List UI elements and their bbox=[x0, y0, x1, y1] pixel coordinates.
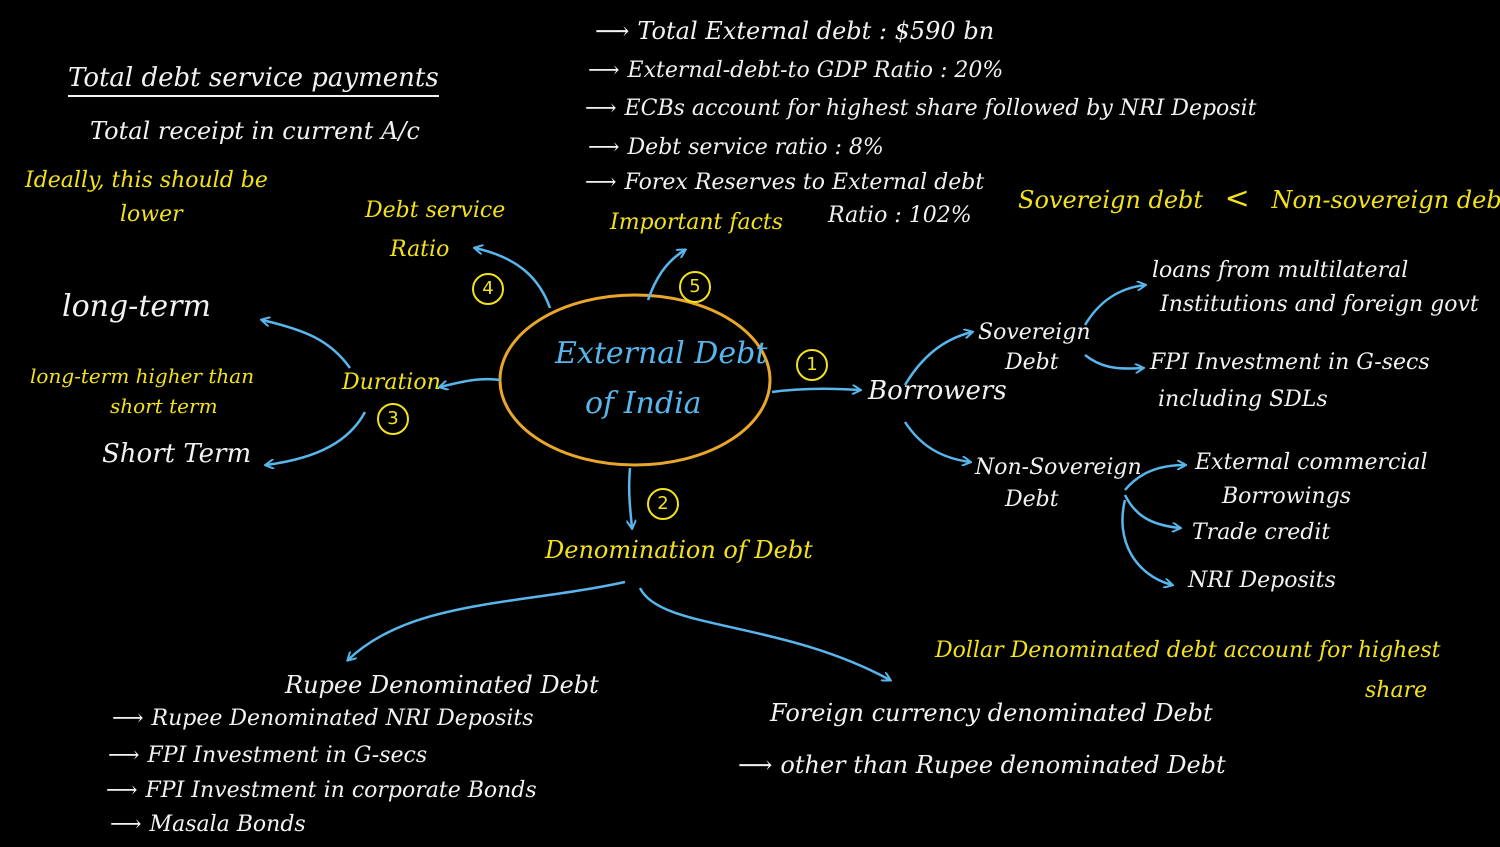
center-line-2: of India bbox=[585, 386, 702, 421]
sovereign-item-2-line-2: including SDLs bbox=[1158, 387, 1328, 412]
foreign-title: Foreign currency denominated Debt bbox=[770, 699, 1213, 727]
debt-service-note-2: lower bbox=[120, 202, 183, 227]
arrow-to-nonsov-item-1 bbox=[1124, 465, 1185, 491]
non-sovereign-item-2: Trade credit bbox=[1192, 520, 1331, 545]
foreign-note-1: Dollar Denominated debt account for high… bbox=[935, 638, 1441, 663]
fact-5: ⟶Forex Reserves to External debt bbox=[585, 170, 985, 195]
debt-service-denominator: Total receipt in current A/c bbox=[90, 117, 420, 145]
arrow-to-nonsov-item-2 bbox=[1123, 494, 1180, 528]
rupee-item-1: ⟶Rupee Denominated NRI Deposits bbox=[112, 706, 534, 731]
less-than-symbol: < bbox=[1224, 181, 1250, 216]
duration-long-term: long-term bbox=[62, 289, 211, 324]
arrow-to-debt-service bbox=[475, 248, 552, 309]
foreign-note-2: share bbox=[1365, 678, 1428, 703]
sovereign-item-1-line-2: Institutions and foreign govt bbox=[1160, 292, 1479, 317]
arrow-to-nonsov-item-3 bbox=[1121, 499, 1172, 585]
arrow-bullet: ⟶ bbox=[108, 743, 140, 768]
number-2-badge: 2 bbox=[647, 488, 679, 520]
debt-service-note-1: Ideally, this should be bbox=[25, 168, 268, 193]
arrow-to-duration bbox=[440, 377, 501, 387]
rupee-item-3: ⟶FPI Investment in corporate Bonds bbox=[106, 778, 537, 803]
arrow-bullet: ⟶ bbox=[112, 706, 144, 731]
fact-6: Ratio : 102% bbox=[828, 203, 972, 228]
non-sovereign-item-3: NRI Deposits bbox=[1188, 568, 1336, 593]
arrow-to-non-sovereign bbox=[903, 421, 970, 462]
arrow-bullet: ⟶ bbox=[585, 170, 617, 195]
duration-note-1: long-term higher than bbox=[30, 364, 255, 388]
node-borrowers: Borrowers bbox=[868, 376, 1007, 406]
node-important-facts: Important facts bbox=[610, 210, 784, 235]
sovereign-compare-right: Non-sovereign debt bbox=[1271, 186, 1500, 214]
duration-short-term: Short Term bbox=[102, 439, 252, 469]
arrow-to-short-term bbox=[266, 411, 367, 465]
node-denomination: Denomination of Debt bbox=[545, 536, 813, 564]
duration-note-2: short term bbox=[110, 394, 218, 418]
arrow-to-sovereign bbox=[903, 332, 972, 386]
arrow-bullet: ⟶ bbox=[595, 17, 630, 45]
sovereign-item-1-line-1: loans from multilateral bbox=[1152, 258, 1409, 283]
arrow-to-foreign bbox=[638, 587, 890, 680]
sovereign-item-2-line-1: FPI Investment in G-secs bbox=[1150, 350, 1430, 375]
arrow-bullet: ⟶ bbox=[588, 135, 620, 160]
arrow-to-rupee bbox=[348, 580, 626, 660]
non-sovereign-item-1-line-1: External commercial bbox=[1195, 450, 1428, 475]
sovereign-label-2: Debt bbox=[1005, 350, 1059, 375]
center-line-1: External Debt bbox=[555, 336, 768, 371]
foreign-item: ⟶other than Rupee denominated Debt bbox=[738, 751, 1226, 779]
arrow-to-sov-item-2 bbox=[1084, 354, 1143, 369]
fact-3: ⟶ECBs account for highest share followed… bbox=[585, 96, 1257, 121]
fact-4: ⟶Debt service ratio : 8% bbox=[588, 135, 884, 160]
node-duration: Duration bbox=[342, 370, 441, 395]
node-debt-service-line-2: Ratio bbox=[390, 237, 450, 262]
arrow-to-important-facts bbox=[646, 250, 685, 301]
rupee-title: Rupee Denominated Debt bbox=[285, 671, 599, 699]
fact-1: ⟶Total External debt : $590 bn bbox=[595, 17, 995, 45]
arrow-to-denomination bbox=[629, 467, 632, 528]
number-5-badge: 5 bbox=[679, 271, 711, 303]
arrow-bullet: ⟶ bbox=[585, 96, 617, 121]
center-ellipse bbox=[498, 293, 772, 467]
rupee-item-2: ⟶FPI Investment in G-secs bbox=[108, 743, 428, 768]
arrow-bullet: ⟶ bbox=[106, 778, 138, 803]
arrow-to-borrowers bbox=[771, 389, 860, 392]
number-3-badge: 3 bbox=[377, 403, 409, 435]
number-1-badge: 1 bbox=[796, 349, 828, 381]
debt-service-numerator: Total debt service payments bbox=[68, 63, 439, 97]
fact-2: ⟶External-debt-to GDP Ratio : 20% bbox=[588, 58, 1004, 83]
sovereign-label-1: Sovereign bbox=[978, 320, 1091, 345]
arrow-bullet: ⟶ bbox=[588, 58, 620, 83]
node-debt-service-line-1: Debt service bbox=[365, 198, 506, 223]
arrow-bullet: ⟶ bbox=[110, 812, 142, 837]
rupee-item-4: ⟶Masala Bonds bbox=[110, 812, 306, 837]
sovereign-compare-left: Sovereign debt bbox=[1018, 186, 1204, 214]
arrow-bullet: ⟶ bbox=[738, 751, 773, 779]
arrow-to-long-term bbox=[262, 320, 352, 369]
sovereign-compare: Sovereign debt < Non-sovereign debt bbox=[1018, 181, 1500, 217]
non-sovereign-label-1: Non-Sovereign bbox=[975, 455, 1142, 480]
non-sovereign-label-2: Debt bbox=[1005, 487, 1059, 512]
number-4-badge: 4 bbox=[472, 273, 504, 305]
arrow-to-sov-item-1 bbox=[1083, 285, 1145, 326]
non-sovereign-item-1-line-2: Borrowings bbox=[1222, 484, 1352, 509]
